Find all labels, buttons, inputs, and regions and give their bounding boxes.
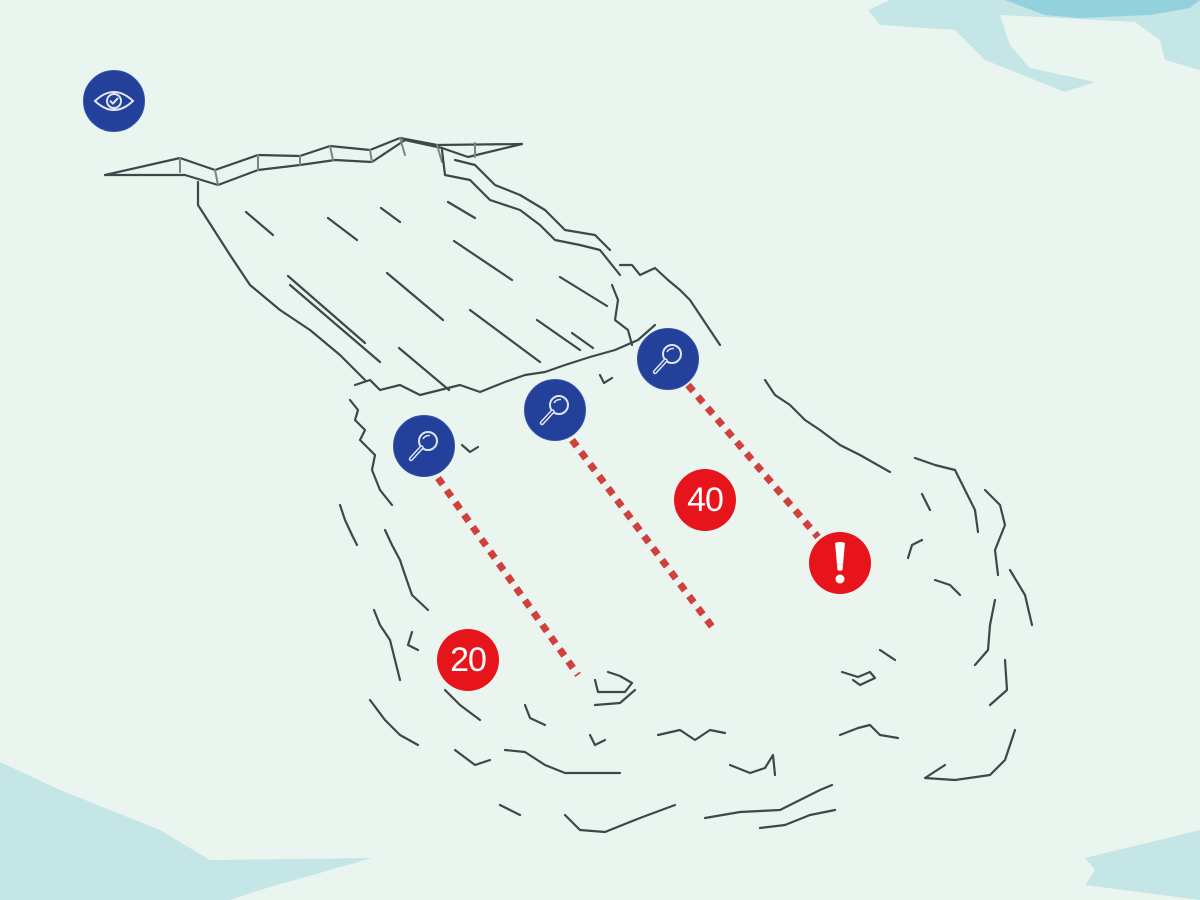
search-marker-2[interactable]	[524, 379, 586, 441]
search-marker-3[interactable]	[637, 328, 699, 390]
slope-edge	[196, 180, 367, 382]
magnifier-icon	[408, 431, 438, 462]
magnifier-icon	[539, 395, 569, 426]
water-bottom-left	[0, 762, 372, 900]
eye-check-icon	[93, 91, 135, 111]
terrain-left	[338, 398, 482, 747]
magnifier-icon	[652, 344, 682, 375]
search-marker-1[interactable]	[393, 415, 455, 477]
terrain-bottom	[453, 670, 900, 834]
route-lines	[435, 382, 821, 678]
view-marker[interactable]	[83, 70, 145, 132]
count-badge-label: 40	[687, 481, 724, 519]
terrain-right	[763, 378, 1034, 782]
water-top-right	[868, 0, 1200, 92]
alert-marker[interactable]	[809, 532, 871, 594]
count-badge-20[interactable]: 20	[437, 629, 499, 691]
count-badge-label: 20	[450, 641, 487, 679]
route-line-2	[569, 437, 719, 635]
water-bottom-right	[1085, 830, 1200, 900]
route-line-1	[435, 475, 581, 678]
route-line-3	[685, 382, 821, 540]
exclamation-icon	[835, 542, 845, 584]
count-badge-40[interactable]: 40	[674, 469, 736, 531]
slope-tick	[598, 373, 614, 385]
slope-base	[353, 323, 657, 397]
ridge-wall	[103, 136, 622, 277]
river-sketch	[610, 263, 722, 347]
hatch-lines	[244, 200, 609, 392]
